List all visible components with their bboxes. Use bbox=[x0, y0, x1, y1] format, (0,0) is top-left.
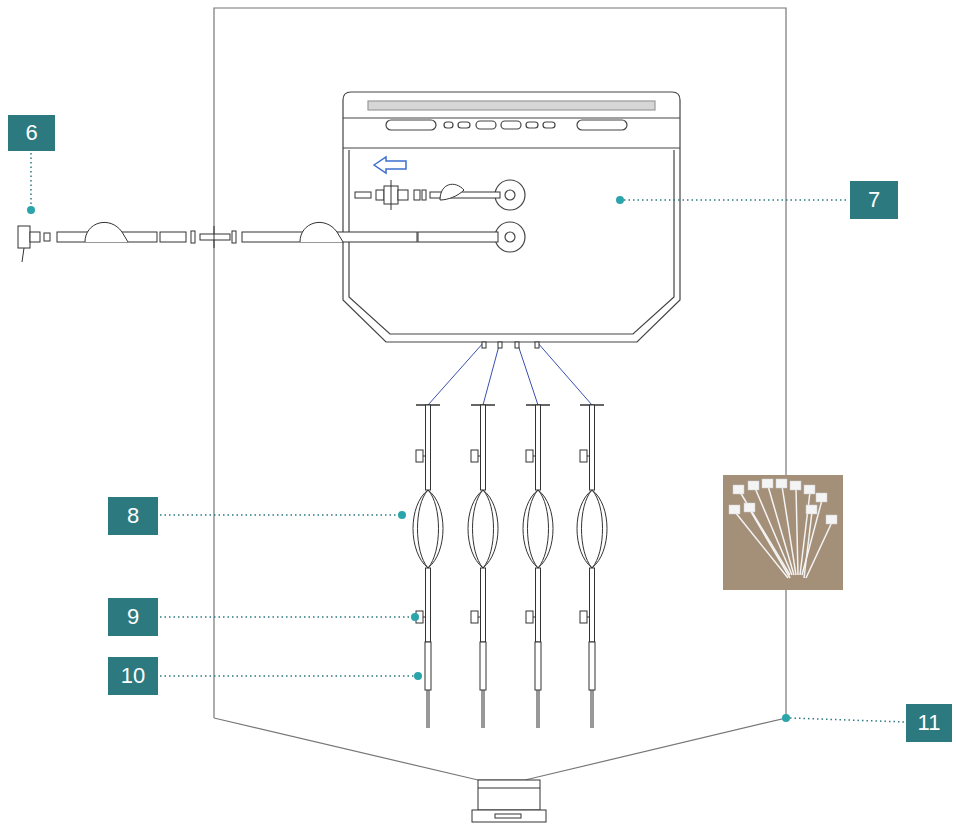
callout-number: 6 bbox=[8, 115, 55, 151]
callout-number: 10 bbox=[108, 657, 158, 695]
device-housing bbox=[343, 92, 680, 342]
callout-number: 11 bbox=[906, 704, 952, 742]
feed-lines bbox=[428, 342, 592, 405]
connecting-tube bbox=[18, 222, 498, 262]
bag-port bbox=[472, 780, 546, 822]
callout-number: 8 bbox=[108, 497, 158, 535]
callout-number: 9 bbox=[108, 598, 158, 636]
bag-outline bbox=[214, 8, 786, 780]
inner-tube bbox=[355, 180, 500, 210]
leader-lines bbox=[31, 153, 906, 722]
flow-arrow bbox=[374, 157, 406, 173]
tube-set bbox=[577, 405, 607, 728]
tube-set bbox=[523, 405, 553, 728]
tube-set bbox=[413, 405, 443, 728]
tube-set bbox=[468, 405, 498, 728]
cable-ties-photo bbox=[723, 475, 843, 590]
outlet-stubs bbox=[482, 342, 539, 348]
callout-number: 7 bbox=[850, 181, 898, 219]
leader-dots bbox=[27, 196, 790, 722]
